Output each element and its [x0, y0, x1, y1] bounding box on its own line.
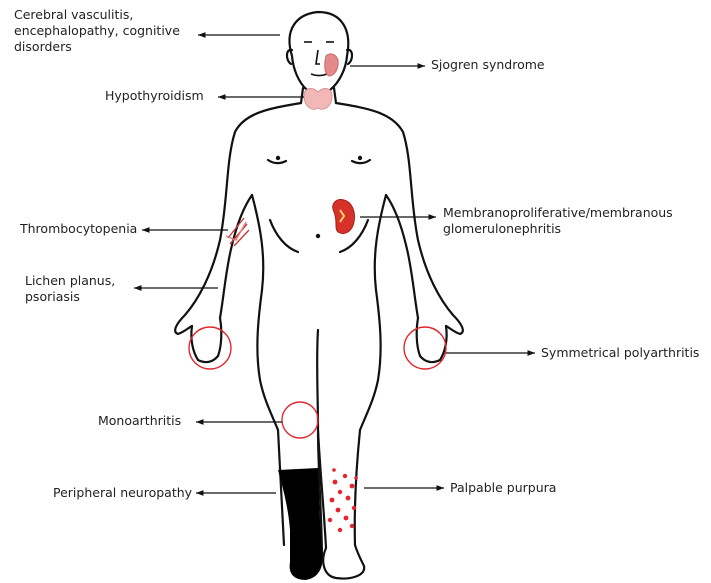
parotid-gland	[325, 54, 338, 76]
knee-circle	[282, 402, 318, 438]
right-wrist-circle	[404, 327, 446, 369]
label-cerebral-vasculitis: Cerebral vasculitis, encephalopathy, cog…	[14, 7, 180, 55]
label-lichen-planus: Lichen planus, psoriasis	[25, 273, 115, 305]
purpura-dots	[328, 468, 358, 532]
neuropathy-leg	[278, 468, 322, 580]
label-peripheral-neuropathy: Peripheral neuropathy	[53, 485, 192, 501]
thyroid-gland	[304, 89, 332, 110]
label-monoarthritis: Monoarthritis	[98, 413, 181, 429]
label-sjogren-syndrome: Sjogren syndrome	[431, 57, 545, 73]
left-outer-arm	[175, 103, 301, 334]
right-leg-outer	[355, 430, 360, 545]
label-glomerulonephritis: Membranoproliferative/membranous glomeru…	[443, 205, 673, 237]
left-hand	[191, 318, 221, 362]
label-thrombocytopenia: Thrombocytopenia	[20, 221, 137, 237]
label-hypothyroidism: Hypothyroidism	[105, 88, 204, 104]
right-hand	[417, 318, 447, 362]
label-palpable-purpura: Palpable purpura	[450, 480, 556, 496]
kidney-icon	[333, 200, 355, 234]
label-symmetrical-polyarthritis: Symmetrical polyarthritis	[541, 345, 699, 361]
right-foot	[323, 545, 364, 579]
head-outline	[290, 12, 349, 94]
